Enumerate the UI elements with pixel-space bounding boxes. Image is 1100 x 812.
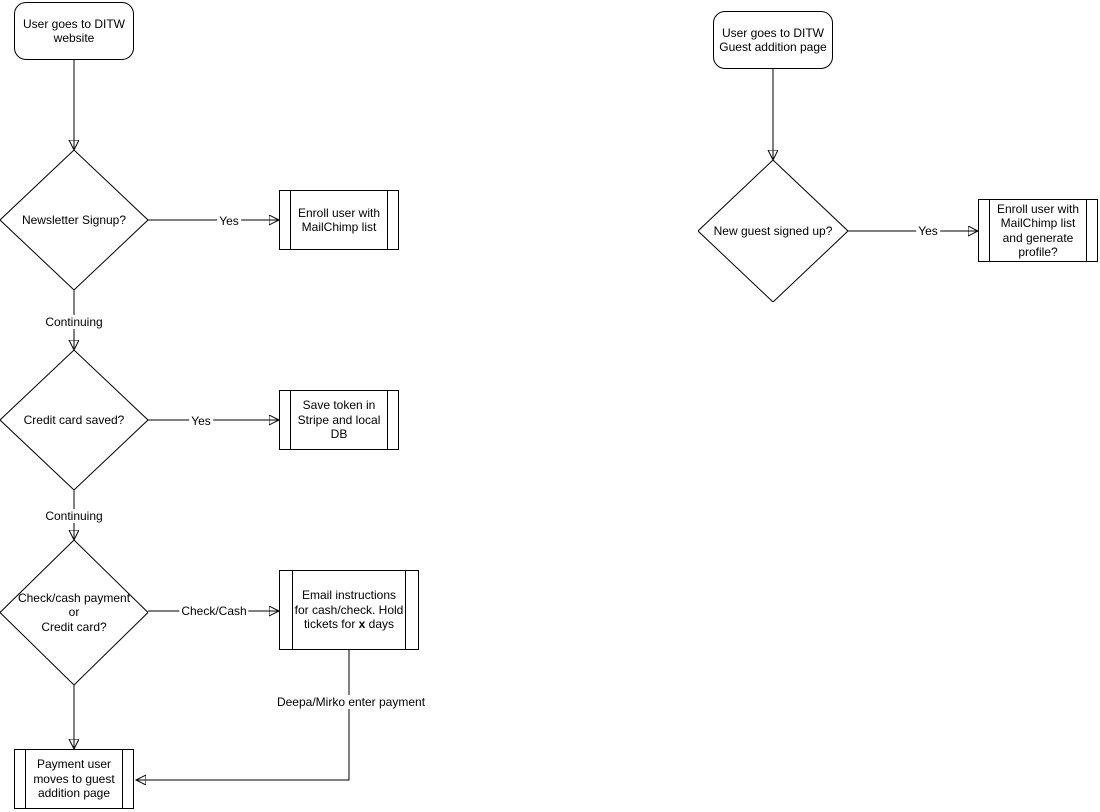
node-save-token-stripe: Save token in Stripe and local DB (279, 390, 399, 450)
node-user-goes-ditw-website: User goes to DITW website (14, 2, 134, 60)
edge-label-yes-new-guest: Yes (916, 224, 940, 238)
node-payment-method-decision: Check/cash payment or Credit card? (0, 540, 148, 685)
diamond-shape (698, 160, 848, 302)
node-new-guest-signed-up-decision: New guest signed up? (698, 160, 848, 302)
node-label-part: Email instructions for cash/check. Hold … (294, 588, 404, 632)
node-user-goes-ditw-guest-page: User goes to DITW Guest addition page (713, 11, 833, 69)
diamond-shape (0, 150, 148, 290)
node-label: Email instructions for cash/check. Hold … (293, 588, 406, 631)
edge-label-continuing-2: Continuing (43, 509, 105, 523)
node-label-part: days (365, 617, 395, 632)
diamond-shape (0, 350, 148, 490)
node-label: User goes to DITW Guest addition page (719, 25, 827, 54)
node-label: Save token in Stripe and local DB (297, 398, 381, 442)
node-payment-user-moves-guest-page: Payment user moves to guest addition pag… (14, 749, 134, 809)
node-enroll-user-mailchimp: Enroll user with MailChimp list (279, 190, 399, 250)
node-label-bold-x: x (358, 617, 366, 632)
node-newsletter-signup-decision: Newsletter Signup? (0, 150, 148, 290)
node-label: Credit card saved? (23, 412, 125, 427)
diamond-shape (0, 540, 148, 685)
node-label: New guest signed up? (713, 223, 833, 238)
node-label: User goes to DITW website (22, 16, 126, 45)
node-label: Payment user moves to guest addition pag… (33, 757, 115, 801)
node-label: Check/cash payment or Credit card? (17, 590, 131, 634)
edge-label-yes-newsletter: Yes (217, 214, 241, 228)
edge-label-check-cash: Check/Cash (179, 604, 249, 618)
edge-label-continuing-1: Continuing (43, 315, 105, 329)
edge-label-deepa-mirko-enter-payment: Deepa/Mirko enter payment (274, 695, 428, 709)
node-label: Newsletter Signup? (21, 212, 127, 227)
edge-label-yes-credit-card: Yes (189, 414, 213, 428)
node-label: Enroll user with MailChimp list (297, 205, 381, 234)
node-enroll-generate-profile: Enroll user with MailChimp list and gene… (978, 199, 1098, 262)
edge-email-to-bottom-box (137, 650, 350, 780)
node-email-instructions: Email instructions for cash/check. Hold … (279, 570, 419, 650)
node-label: Enroll user with MailChimp list and gene… (996, 201, 1080, 259)
node-credit-card-saved-decision: Credit card saved? (0, 350, 148, 490)
